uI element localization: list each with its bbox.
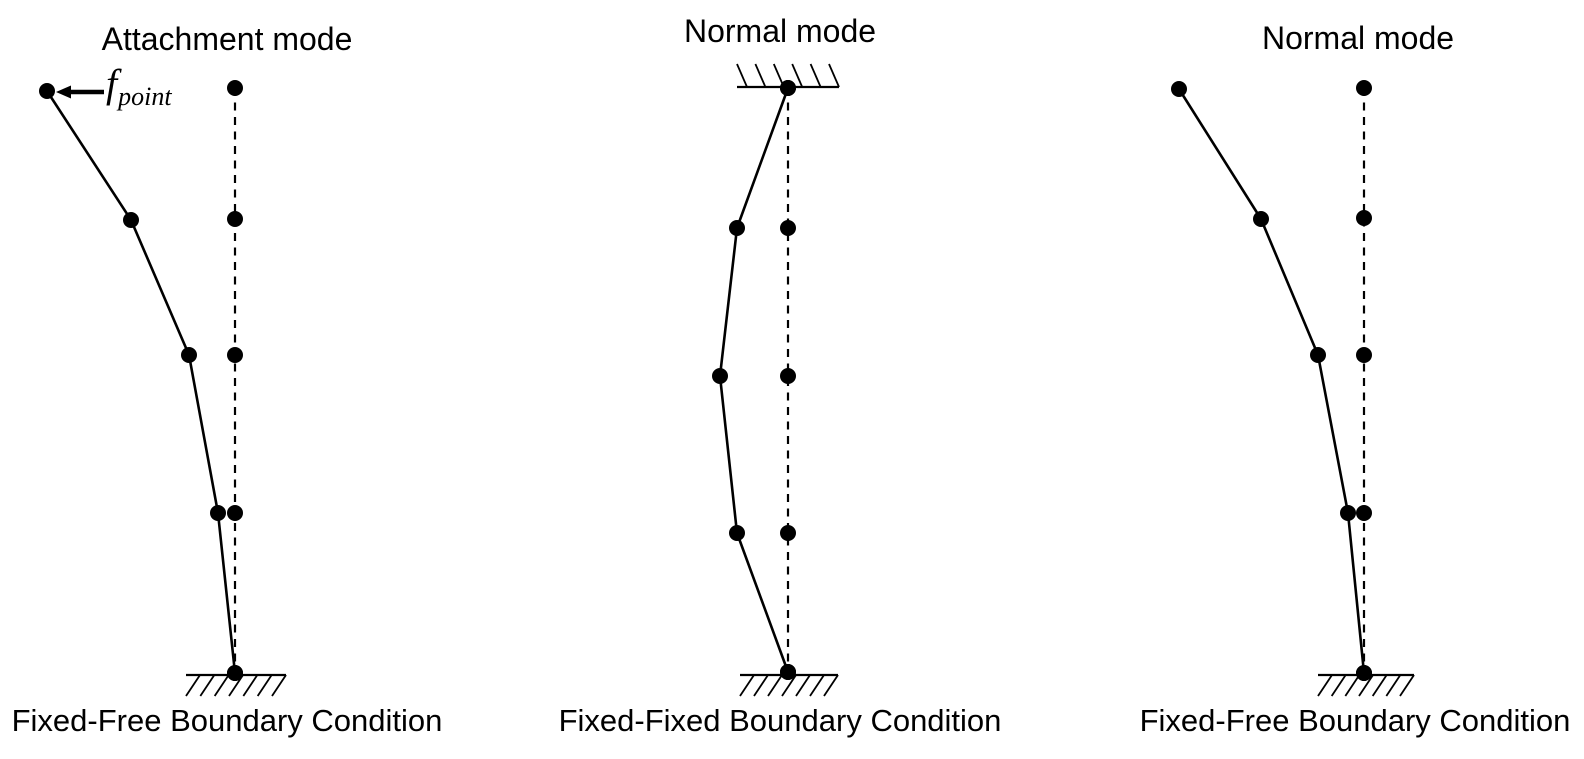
node-dot bbox=[1356, 665, 1372, 681]
node-dot bbox=[780, 664, 796, 680]
hatch-line bbox=[1358, 674, 1374, 697]
hatch-line bbox=[256, 674, 273, 697]
force-label: fpoint bbox=[106, 64, 172, 110]
node-dot bbox=[227, 505, 243, 521]
hatch-line bbox=[185, 674, 201, 697]
node-dot bbox=[1310, 347, 1326, 363]
node-dot bbox=[123, 212, 139, 228]
node-dot bbox=[227, 665, 243, 681]
hatch-line bbox=[809, 63, 822, 88]
hatch-line bbox=[791, 63, 804, 88]
panel-1-drawing bbox=[39, 80, 287, 697]
hatch-line bbox=[823, 674, 839, 697]
panel3-title: Normal mode bbox=[1261, 20, 1455, 56]
node-dot bbox=[1356, 210, 1372, 226]
force-label-subscript: point bbox=[118, 81, 172, 111]
node-dot bbox=[780, 80, 796, 96]
force-arrow bbox=[56, 85, 104, 99]
hatch-line bbox=[795, 674, 811, 697]
node-dot bbox=[227, 347, 243, 363]
hatch-line bbox=[739, 674, 755, 697]
hatch-line bbox=[754, 63, 767, 88]
node-dot bbox=[1253, 211, 1269, 227]
force-label-base: f bbox=[106, 61, 118, 106]
force-arrow-head bbox=[56, 85, 71, 99]
hatch-line bbox=[753, 674, 769, 697]
deflected-shape bbox=[718, 86, 790, 674]
node-dot bbox=[712, 368, 728, 384]
hatch-line bbox=[1330, 674, 1347, 697]
hatch-line bbox=[767, 674, 783, 697]
panel2-title: Normal mode bbox=[683, 13, 877, 49]
panel2-caption: Fixed-Fixed Boundary Condition bbox=[558, 703, 1002, 738]
node-dot bbox=[1356, 347, 1372, 363]
panel-3-drawing bbox=[1171, 80, 1415, 697]
node-dot bbox=[729, 525, 745, 541]
hatch-line bbox=[809, 674, 825, 697]
deflected-shape bbox=[1177, 87, 1366, 675]
node-dot bbox=[1171, 81, 1187, 97]
hatch-line bbox=[242, 674, 259, 697]
node-dot bbox=[39, 83, 55, 99]
hatch-line bbox=[828, 63, 840, 88]
hatch-line bbox=[1399, 674, 1415, 697]
node-dot bbox=[780, 368, 796, 384]
hatch-line bbox=[1385, 674, 1402, 697]
hatch-line bbox=[199, 674, 216, 697]
panel3-caption: Fixed-Free Boundary Condition bbox=[1139, 703, 1571, 738]
panel1-caption: Fixed-Free Boundary Condition bbox=[11, 703, 443, 738]
hatch-line bbox=[1317, 674, 1333, 697]
hatch-line bbox=[271, 674, 287, 697]
node-dot bbox=[227, 211, 243, 227]
node-dot bbox=[780, 525, 796, 541]
node-dot bbox=[210, 505, 226, 521]
node-dot bbox=[780, 220, 796, 236]
hatch-line bbox=[736, 63, 748, 88]
hatch-line bbox=[213, 674, 230, 697]
hatch-line bbox=[1344, 674, 1361, 697]
panel1-title: Attachment mode bbox=[101, 21, 353, 57]
node-dot bbox=[181, 347, 197, 363]
hatch-line bbox=[781, 674, 797, 697]
hatch-line bbox=[1371, 674, 1388, 697]
node-dot bbox=[1356, 505, 1372, 521]
panel-2-drawing bbox=[712, 63, 840, 697]
node-dot bbox=[1356, 80, 1372, 96]
node-dot bbox=[729, 220, 745, 236]
node-dot bbox=[227, 80, 243, 96]
node-dot bbox=[1340, 505, 1356, 521]
deflected-shape bbox=[45, 89, 237, 675]
